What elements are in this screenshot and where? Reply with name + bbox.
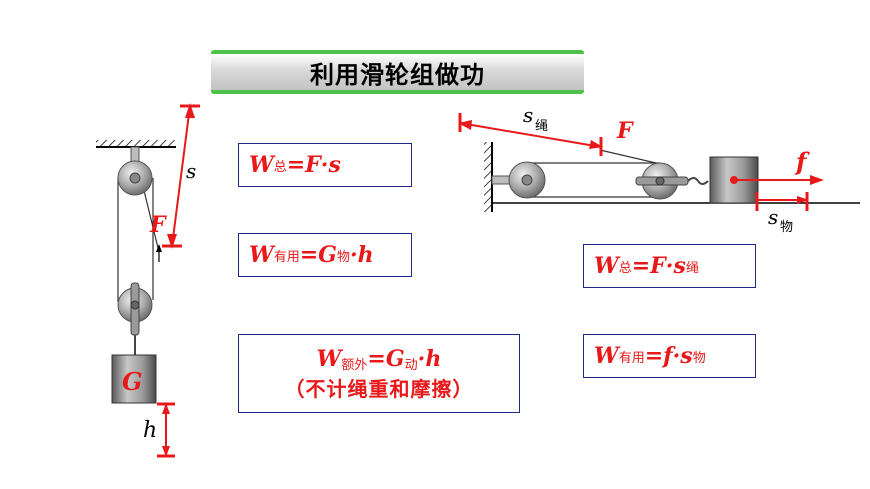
wall-hatch [484,142,492,212]
fixed-pulley-axle [129,172,141,184]
label-s-rope-sub: 绳 [535,119,548,134]
arrow-head [156,244,162,252]
formula-extra-work-left: W额外=G动·h （不计绳重和摩擦） [238,334,520,413]
arrow-head [589,140,603,149]
label-f: f [794,147,810,176]
arrow-head [162,403,170,414]
arrow-head [162,446,170,457]
label-F: F [149,212,167,238]
s-rope-distance-line [459,122,602,148]
arrow-head [797,196,809,204]
left-pulley-system: G s F h [96,103,200,458]
weight-block [111,354,157,404]
ceiling-hatch [96,140,176,147]
label-h: h [143,418,157,443]
title-banner: 利用滑轮组做功 [211,50,584,94]
rope-free-end [599,149,657,164]
movable-pulley-axle [130,300,140,310]
label-G: G [122,367,143,396]
right-pulley-system: f s 绳 F s 物 [458,103,860,235]
label-s-obj-sub: 物 [780,220,793,235]
arrow-head [185,103,195,118]
label-s: s [186,159,196,183]
label-s-rope: s [523,103,533,127]
page-title: 利用滑轮组做功 [310,60,485,89]
movable-pulley-axle [655,176,665,186]
formula-note: （不计绳重和摩擦） [284,376,474,401]
s-distance-line [171,105,191,247]
arrow-head [810,175,824,185]
arrow-head [458,120,472,130]
hook [687,177,709,185]
label-s-obj: s [768,205,778,229]
label-F-right: F [616,118,634,144]
fixed-pulley-axle [521,174,533,186]
arrow-head [167,234,177,249]
